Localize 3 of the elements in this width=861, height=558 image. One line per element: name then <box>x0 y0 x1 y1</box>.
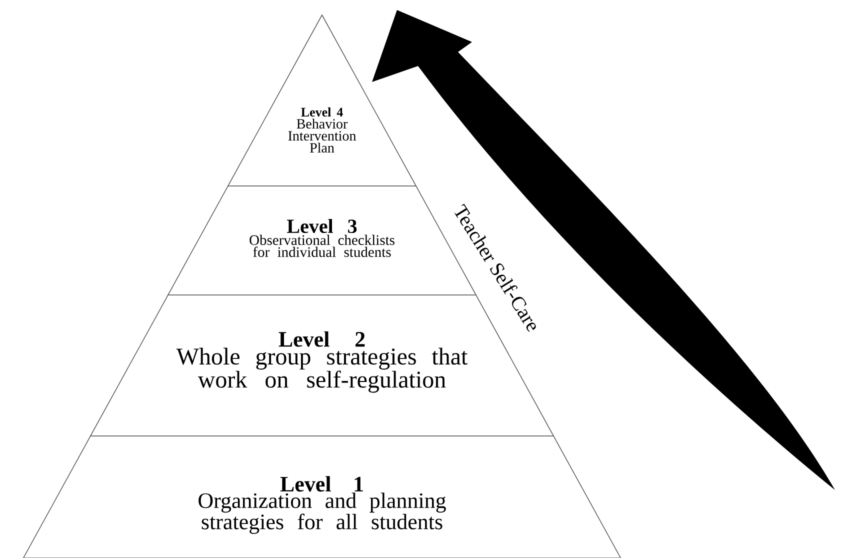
node-label: Organization and planning strategies for all students <box>198 492 446 534</box>
pyramid-level: Level 1 Organization and planning strategies for all students <box>22 436 622 558</box>
node-label: Level 1 <box>280 476 363 492</box>
